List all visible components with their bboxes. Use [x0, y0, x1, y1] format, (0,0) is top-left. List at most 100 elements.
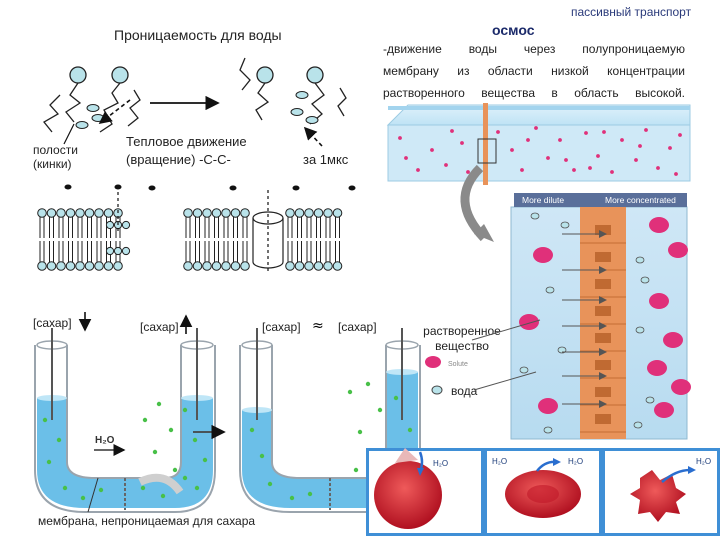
lipid-bilayer: [38, 185, 356, 273]
solute-dot: [558, 138, 562, 142]
lipid-head: [66, 262, 75, 271]
solute-particle: [649, 217, 669, 233]
lipid-head: [222, 209, 231, 218]
lipid-tail: [196, 241, 200, 262]
more-dilute-label: More dilute: [522, 195, 564, 205]
water-particle: [546, 287, 554, 293]
lipid-head: [66, 209, 75, 218]
lipid-tail: [88, 217, 92, 238]
lipid-head: [57, 262, 66, 271]
membrane-wall: [483, 103, 488, 185]
sugar-dot: [260, 454, 264, 458]
lipid-tail: [196, 217, 200, 238]
solute-dot: [404, 156, 408, 160]
lipid-head: [305, 262, 314, 271]
sugar-dot: [394, 396, 398, 400]
lipid-tail: [215, 217, 219, 238]
sugar-dot: [195, 486, 199, 490]
lipid-head: [193, 209, 202, 218]
solute-dot: [610, 170, 614, 174]
lipid-tail: [59, 217, 63, 238]
solute-legend-icon: [425, 356, 441, 368]
lipid-head: [222, 262, 231, 271]
lipid-tail: [186, 241, 190, 262]
solute-particle: [663, 332, 683, 348]
lipid-head: [286, 209, 295, 218]
lipid-tail: [78, 241, 82, 262]
lipid-head: [203, 209, 212, 218]
lipid-tail: [243, 241, 247, 262]
water-formula: H₂O: [95, 435, 115, 446]
lipid-tail: [215, 241, 219, 262]
lipid-tail: [78, 217, 82, 238]
water-legend-icon: [432, 386, 442, 394]
water-particle: [634, 422, 642, 428]
lipid-tail: [97, 217, 101, 238]
lipid-tail: [326, 217, 330, 238]
sugar-dot: [354, 468, 358, 472]
lipid-head: [286, 262, 295, 271]
lipid-head: [324, 262, 333, 271]
solute-dot: [644, 128, 648, 132]
lipid-tail: [205, 241, 209, 262]
lipid-tail: [50, 217, 54, 238]
water-molecule: [149, 186, 156, 191]
solute-dot: [678, 133, 682, 137]
lipid-head: [241, 262, 250, 271]
time-pointer: [305, 128, 322, 146]
solute-particle: [671, 379, 691, 395]
solute-dot: [638, 144, 642, 148]
sugar-dot: [183, 408, 187, 412]
solute-dot: [596, 154, 600, 158]
water-particle: [544, 427, 552, 433]
lipid-head: [104, 209, 113, 218]
solute-particle: [533, 247, 553, 263]
lipid-tail: [298, 217, 302, 238]
lipid-head: [333, 262, 342, 271]
solute-dot: [450, 129, 454, 133]
water-particle: [641, 277, 649, 283]
inner-wall: [67, 345, 181, 478]
splayed-lipid-head: [122, 221, 129, 228]
solute-dot: [496, 130, 500, 134]
solute-dot: [510, 148, 514, 152]
water-molecule: [230, 186, 237, 191]
sugar-dot: [153, 450, 157, 454]
solute-dot: [526, 138, 530, 142]
lipid-tail: [336, 241, 340, 262]
lipid-head: [95, 209, 104, 218]
solute-dot: [668, 146, 672, 150]
lipid-tail: [317, 241, 321, 262]
sugar-dot: [63, 486, 67, 490]
lipid-tail: [317, 217, 321, 238]
lipid-tail: [234, 217, 238, 238]
membrane-pore: [595, 279, 611, 289]
lipid-head: [104, 262, 113, 271]
solute-particle: [538, 398, 558, 414]
solute-dot: [602, 130, 606, 134]
sugar-dot: [348, 390, 352, 394]
water-label-cell-b2: H₂O: [568, 457, 583, 466]
lipid-head: [314, 209, 323, 218]
lipid-tail: [288, 217, 292, 238]
sugar-dot: [169, 428, 173, 432]
lipid-tail: [307, 217, 311, 238]
sugar-dot: [161, 494, 165, 498]
lipid-tail: [205, 217, 209, 238]
water-molecule: [65, 185, 72, 190]
lipid-head: [231, 262, 240, 271]
splayed-lipid-head: [122, 247, 129, 254]
solute-dot: [588, 166, 592, 170]
lipid-head: [38, 262, 47, 271]
solute-particle: [649, 293, 669, 309]
solute-dot: [620, 138, 624, 142]
solute-dot: [572, 168, 576, 172]
sugar-dot: [143, 418, 147, 422]
sugar-dot: [268, 482, 272, 486]
solute-dot: [534, 126, 538, 130]
water-particle: [646, 397, 654, 403]
lipid-head: [76, 209, 85, 218]
sugar-dot: [183, 476, 187, 480]
sugar-dot: [43, 418, 47, 422]
cavity-pointer: [64, 124, 74, 144]
